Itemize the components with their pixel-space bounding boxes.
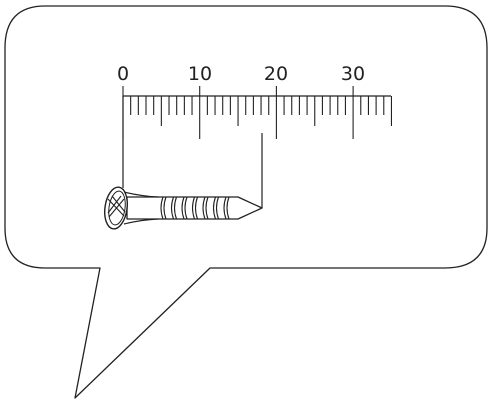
screw-thread-2 bbox=[170, 196, 178, 220]
screw-neck bbox=[123, 191, 159, 225]
ruler-label-10: 10 bbox=[188, 63, 212, 85]
ruler-ticks bbox=[122, 86, 393, 139]
ruler-label-0: 0 bbox=[117, 63, 129, 85]
screw bbox=[104, 186, 263, 230]
ruler-label-20: 20 bbox=[264, 63, 288, 85]
screw-thread-1 bbox=[160, 196, 167, 220]
screw-thread-7 bbox=[223, 196, 230, 220]
ruler: 0 10 20 30 bbox=[117, 63, 393, 139]
screw-thread-4 bbox=[191, 196, 199, 220]
screw-head-rim bbox=[108, 190, 126, 226]
ruler-labels: 0 10 20 30 bbox=[117, 63, 365, 85]
screw-threads bbox=[160, 196, 230, 220]
ruler-label-30: 30 bbox=[341, 63, 365, 85]
screw-thread-6 bbox=[212, 196, 220, 220]
screw-thread-5 bbox=[202, 196, 209, 220]
phillips-slot bbox=[107, 195, 126, 218]
screw-shank bbox=[126, 196, 263, 220]
screw-thread-3 bbox=[181, 196, 188, 220]
